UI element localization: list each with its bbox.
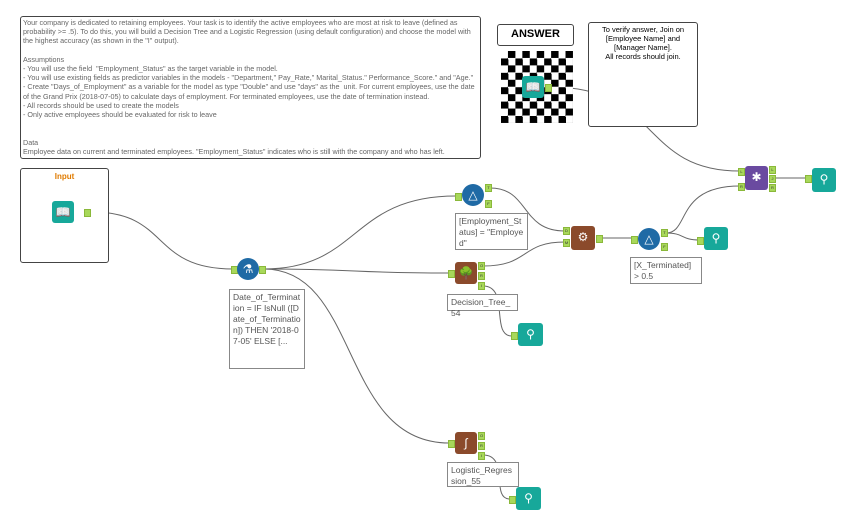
m-anchor[interactable]: M [563,239,570,247]
verify-comment[interactable]: To verify answer, Join on [Employee Name… [588,22,698,127]
filter-icon: △ [644,232,654,246]
filter-tool-terminated[interactable]: △ [638,228,660,250]
formula-annotation: Date_of_Termination = IF IsNull ([Date_o… [229,289,305,369]
binoculars-icon: ⚲ [524,491,533,505]
wire-formula-dt [263,268,450,274]
input-label: Input [54,172,75,181]
output-anchor[interactable] [84,209,91,217]
r-anchor[interactable]: R [478,442,485,450]
filter1-annotation: [Employment_Status] = "Employed" [455,213,528,250]
binoculars-icon: ⚲ [711,231,721,245]
l-anchor[interactable]: L [769,166,776,174]
r-anchor[interactable]: R [738,183,745,191]
answer-label: ANSWER [497,24,574,46]
false-anchor[interactable]: F [661,243,668,251]
decision-tree-tool[interactable]: 🌳 [455,262,477,284]
browse-tool[interactable]: ⚲ [516,487,541,510]
i-anchor[interactable]: I [478,452,485,460]
r-anchor[interactable]: R [769,184,776,192]
browse-tool[interactable]: ⚲ [704,227,728,250]
input-anchor[interactable] [697,237,704,245]
tree-icon: 🌳 [458,266,474,280]
l-anchor[interactable]: L [738,168,745,176]
input-anchor[interactable] [511,332,518,340]
true-anchor[interactable]: T [485,184,492,192]
wire-formula-logistic [263,268,450,444]
wire-input-formula [91,211,234,270]
false-anchor[interactable]: F [485,200,492,208]
book-icon: 📖 [55,205,71,219]
instructions-comment[interactable]: Your company is dedicated to retaining e… [20,16,481,159]
join-tool[interactable]: ✱ [745,166,768,190]
formula-tool[interactable]: ⚗ [237,258,259,280]
input-anchor[interactable] [448,440,455,448]
o-anchor[interactable]: O [478,262,485,270]
decision-tree-annotation: Decision_Tree_54 [447,294,518,318]
binoculars-icon: ⚲ [526,327,535,341]
logistic-annotation: Logistic_Regression_55 [447,462,519,487]
input-anchor[interactable] [631,236,638,244]
output-anchor[interactable] [259,266,266,274]
o-anchor[interactable]: O [478,432,485,440]
wire-formula-filter1 [263,195,457,270]
browse-tool[interactable]: ⚲ [518,323,543,346]
wire-dt-browse [482,285,513,337]
wire-answer-join [550,86,741,172]
wire-filter1-score [489,187,566,232]
input-anchor[interactable] [805,175,812,183]
input-anchor[interactable] [448,270,455,278]
logistic-regression-tool[interactable]: ∫ [455,432,477,454]
filter-icon: △ [468,188,478,202]
wire-filter2-browse [665,232,701,241]
filter-tool-employed[interactable]: △ [462,184,484,206]
flask-icon: ⚗ [242,262,254,276]
score-icon: ⚙ [577,230,589,244]
wire-dt-score [482,241,566,267]
output-anchor[interactable] [545,84,552,92]
r-anchor[interactable]: R [478,272,485,280]
i-anchor[interactable]: I [478,282,485,290]
d-anchor[interactable]: D [563,227,570,235]
binoculars-icon: ⚲ [819,172,829,186]
true-anchor[interactable]: T [661,229,668,237]
s-curve-icon: ∫ [464,436,468,450]
input-data-tool[interactable]: 📖 [52,201,74,223]
j-anchor[interactable]: J [769,175,776,183]
browse-tool[interactable]: ⚲ [812,168,836,192]
join-icon: ✱ [751,170,762,184]
input-anchor[interactable] [455,193,462,201]
book-icon: 📖 [525,80,541,94]
output-anchor[interactable] [596,235,603,243]
input-anchor[interactable] [509,496,516,504]
score-tool[interactable]: ⚙ [571,226,595,250]
filter2-annotation: [X_Terminated] > 0.5 [630,257,702,284]
wire-filter2-join [665,185,741,234]
answer-input-tool[interactable]: 📖 [522,76,544,98]
